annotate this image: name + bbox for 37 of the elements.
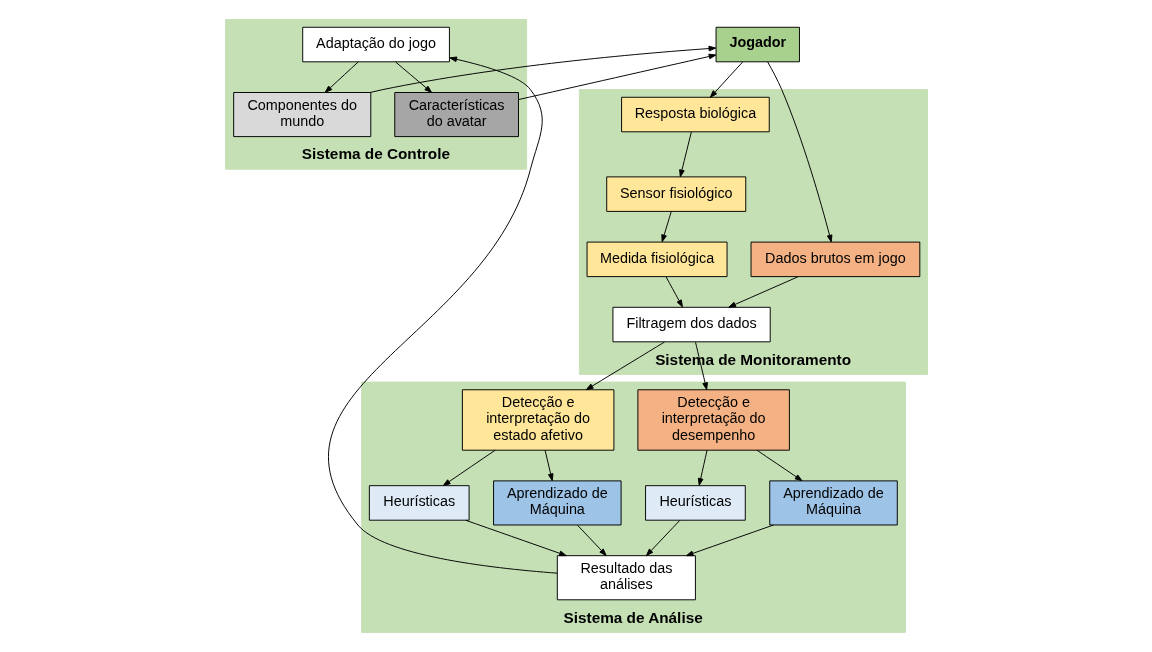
node-box: Características do avatar — [393, 92, 519, 138]
node-box: Dados brutos em jogo — [750, 241, 920, 278]
arrow — [697, 449, 708, 486]
arrow — [709, 61, 743, 98]
arrow — [442, 449, 496, 486]
arrow — [394, 61, 432, 93]
arrow — [685, 524, 774, 557]
node-box: Adaptação do jogo — [301, 26, 450, 63]
node-box: Filtragem dos dados — [611, 306, 771, 343]
arrow — [585, 341, 665, 391]
arrow — [464, 519, 567, 557]
arrow — [517, 53, 716, 101]
node-box: Jogador — [715, 26, 800, 63]
node-box: Componentes do mundo — [232, 92, 371, 138]
node-box: Heurísticas — [368, 485, 470, 521]
arrow — [324, 61, 359, 93]
node-box: Detecção e interpretação do estado afetivo — [461, 389, 614, 451]
arrow — [694, 341, 708, 391]
arrow — [665, 276, 683, 308]
node-box: Resposta biológica — [620, 96, 770, 133]
arrow — [327, 56, 558, 574]
arrow — [576, 524, 607, 556]
arrow — [766, 61, 832, 243]
arrow — [544, 449, 553, 482]
node-box: Medida fisiológica — [586, 241, 728, 278]
node-box: Detecção e interpretação do desempenho — [636, 389, 790, 451]
arrow — [369, 45, 716, 93]
node-box: Sensor fisiológico — [605, 176, 746, 212]
arrow — [645, 519, 680, 557]
node-box: Resultado das análises — [556, 555, 696, 601]
node-box: Heurísticas — [644, 485, 746, 521]
node-box: Aprendizado de Máquina — [492, 480, 622, 526]
arrow — [727, 276, 798, 308]
arrow — [678, 131, 692, 178]
arrow — [755, 449, 802, 482]
node-box: Aprendizado de Máquina — [768, 480, 898, 526]
arrow — [660, 211, 672, 243]
